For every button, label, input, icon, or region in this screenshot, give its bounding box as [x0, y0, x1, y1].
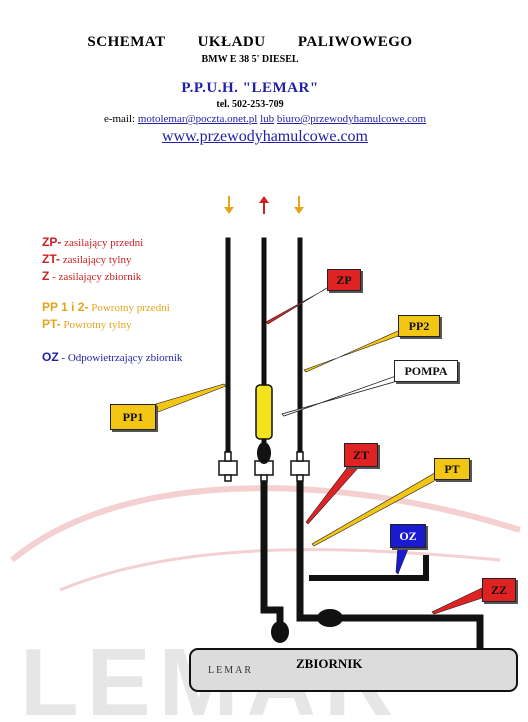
tag-pt: PT: [434, 458, 470, 480]
page-subtitle: BMW E 38 5' DIESEL: [201, 54, 299, 65]
legend-item-oz: OZ - Odpowietrzający zbiornik: [42, 350, 182, 364]
legend-code: PP 1 i 2-: [42, 300, 89, 314]
pipe-pt-bottom: [296, 606, 324, 622]
tag-zp: ZP: [327, 269, 361, 291]
arrow-down-icon: [294, 196, 304, 214]
phone-number: tel. 502-253-709: [216, 99, 284, 110]
pipes: [225, 237, 484, 654]
check-valve-icon: [257, 442, 271, 464]
pipe-oz: [309, 555, 429, 581]
legend-text: Powrotny tylny: [63, 319, 132, 331]
tag-pp1: PP1: [110, 404, 156, 430]
tank-sub-label: LEMAR: [208, 665, 253, 676]
arrow-down-icon: [224, 196, 234, 214]
arrow-up-icon: [259, 196, 269, 214]
email-or: lub: [260, 113, 275, 125]
connector-icon: [290, 451, 310, 482]
company-name: P.P.U.H. "LEMAR": [181, 80, 319, 96]
tank-label: ZBIORNIK: [296, 656, 363, 671]
website-link[interactable]: www.przewodyhamulcowe.com: [161, 128, 368, 145]
email-row: e-mail: motolemar@poczta.onet.pl lub biu…: [0, 113, 528, 125]
tag-pp2: PP2: [398, 315, 440, 337]
legend-text: - Odpowietrzający zbiornik: [61, 352, 183, 364]
filter-icon: [271, 621, 289, 643]
legend-code: OZ: [42, 350, 59, 364]
legend-text: Powrotny przedni: [91, 302, 170, 314]
tag-oz: OZ: [390, 524, 426, 548]
tag-zz: ZZ: [482, 578, 516, 602]
legend-text: zasilający tylny: [62, 254, 132, 266]
legend-item-pp: PP 1 i 2- Powrotny przedni: [42, 300, 170, 314]
legend-code: PT-: [42, 317, 61, 331]
legend-text: zasilający przedni: [64, 237, 144, 249]
legend-code: ZP-: [42, 235, 62, 249]
website-row: www.przewodyhamulcowe.com: [0, 128, 528, 146]
email-link-1[interactable]: motolemar@poczta.onet.pl: [137, 113, 258, 125]
legend-code: Z: [42, 269, 50, 283]
legend-item-zt: ZT- zasilający tylny: [42, 252, 131, 266]
email-link-2[interactable]: biuro@przewodyhamulcowe.com: [276, 113, 427, 125]
filter-icon: [317, 609, 343, 627]
legend-item-pt: PT- Powrotny tylny: [42, 317, 132, 331]
page-title: SCHEMAT UKŁADU PALIWOWEGO: [87, 34, 413, 50]
pump-icon: [255, 384, 273, 440]
legend-item-z: Z - zasilający zbiornik: [42, 269, 141, 283]
legend-item-zp: ZP- zasilający przedni: [42, 235, 143, 249]
tag-zt: ZT: [344, 443, 378, 467]
legend-text: - zasilający zbiornik: [52, 271, 142, 283]
flow-arrows: [224, 196, 304, 214]
connector-icon: [218, 451, 238, 482]
label-pointers: [155, 285, 483, 615]
fuel-tank: [189, 648, 518, 692]
email-label: e-mail:: [103, 113, 136, 125]
tag-pompa: POMPA: [394, 360, 458, 382]
legend-code: ZT-: [42, 252, 60, 266]
